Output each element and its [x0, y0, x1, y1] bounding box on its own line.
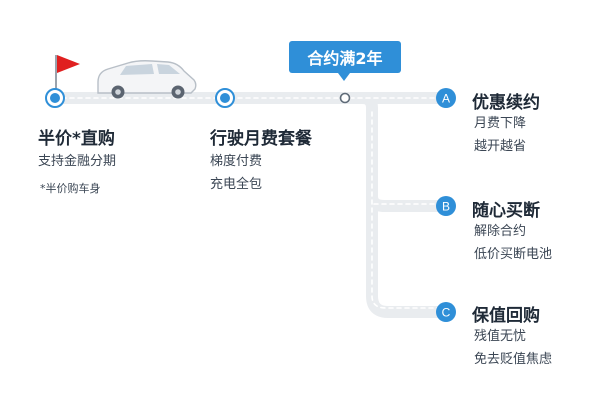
option-letter-c: C — [442, 306, 451, 320]
option-a-line-1: 月费下降 — [474, 116, 527, 131]
contract-badge-pointer — [338, 73, 350, 81]
option-c-line-2: 免去贬值焦虑 — [474, 352, 553, 367]
option-c-line-1: 残值无忧 — [474, 329, 527, 344]
contract-badge-label: 合约满2年 — [307, 49, 383, 68]
contract-badge: 合约满2年 — [289, 41, 401, 73]
option-a-title: 优惠续约 — [472, 93, 540, 113]
option-b-line-1: 解除合约 — [474, 224, 527, 239]
junction-node — [339, 92, 351, 104]
option-node-b: B — [436, 196, 456, 216]
stage-node-2 — [215, 88, 235, 108]
option-letter-b: B — [442, 200, 450, 214]
option-b-title: 随心买断 — [472, 201, 540, 221]
road-trunk-dash — [371, 111, 441, 309]
option-letter-a: A — [442, 92, 450, 106]
option-b-line-2: 低价买断电池 — [474, 247, 553, 262]
stage-2-title: 行驶月费套餐 — [210, 129, 312, 149]
option-a-line-2: 越开越省 — [474, 139, 527, 154]
stage-2-line-2: 充电全包 — [210, 177, 263, 192]
car-icon — [97, 60, 197, 99]
stage-1-note: *半价购车身 — [40, 182, 101, 195]
option-node-c: C — [436, 302, 456, 322]
stage-2-line-1: 梯度付费 — [210, 154, 263, 169]
stage-1-line-1: 支持金融分期 — [38, 154, 117, 169]
stage-node-1 — [45, 88, 65, 108]
stage-1-title: 半价*直购 — [38, 129, 115, 149]
option-c-title: 保值回购 — [472, 306, 540, 326]
option-node-a: A — [436, 88, 456, 108]
